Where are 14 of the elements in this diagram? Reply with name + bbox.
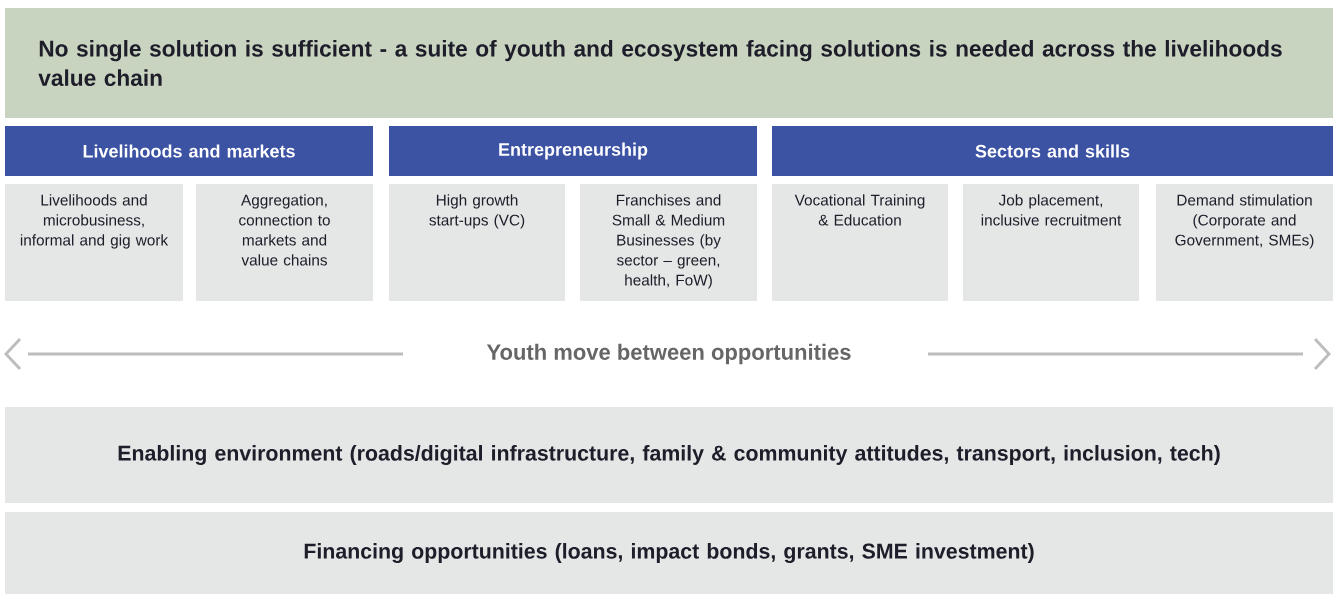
foundation-band: Enabling environment (roads/digital infrastructure, family & community attitudes, transport, inclusion, tech): [5, 407, 1333, 503]
category-header: Livelihoods and markets: [5, 126, 373, 176]
caption-text: Youth move between opportunities: [486, 343, 851, 365]
heading-banner: No single solution is sufficient - a suite of youth and ecosystem facing solutions is needed across the livelihoods value chain: [5, 8, 1333, 118]
category-header: Sectors and skills: [772, 126, 1333, 176]
solution-box: Franchises and Small & Medium Businesses (by sector – green, health, FoW): [580, 184, 757, 301]
solution-box: Aggregation, connection to markets and value chains: [196, 184, 373, 301]
solution-box: High growth start-ups (VC): [389, 184, 565, 301]
solution-box: Vocational Training & Education: [772, 184, 948, 301]
solution-box: Livelihoods and microbusiness, informal and gig work: [5, 184, 183, 301]
foundation-band: Financing opportunities (loans, impact bonds, grants, SME investment): [5, 512, 1333, 594]
solution-box: Job placement, inclusive recruitment: [963, 184, 1139, 301]
category-header: Entrepreneurship: [389, 126, 757, 176]
solution-box: Demand stimulation (Corporate and Government, SMEs): [1156, 184, 1333, 301]
